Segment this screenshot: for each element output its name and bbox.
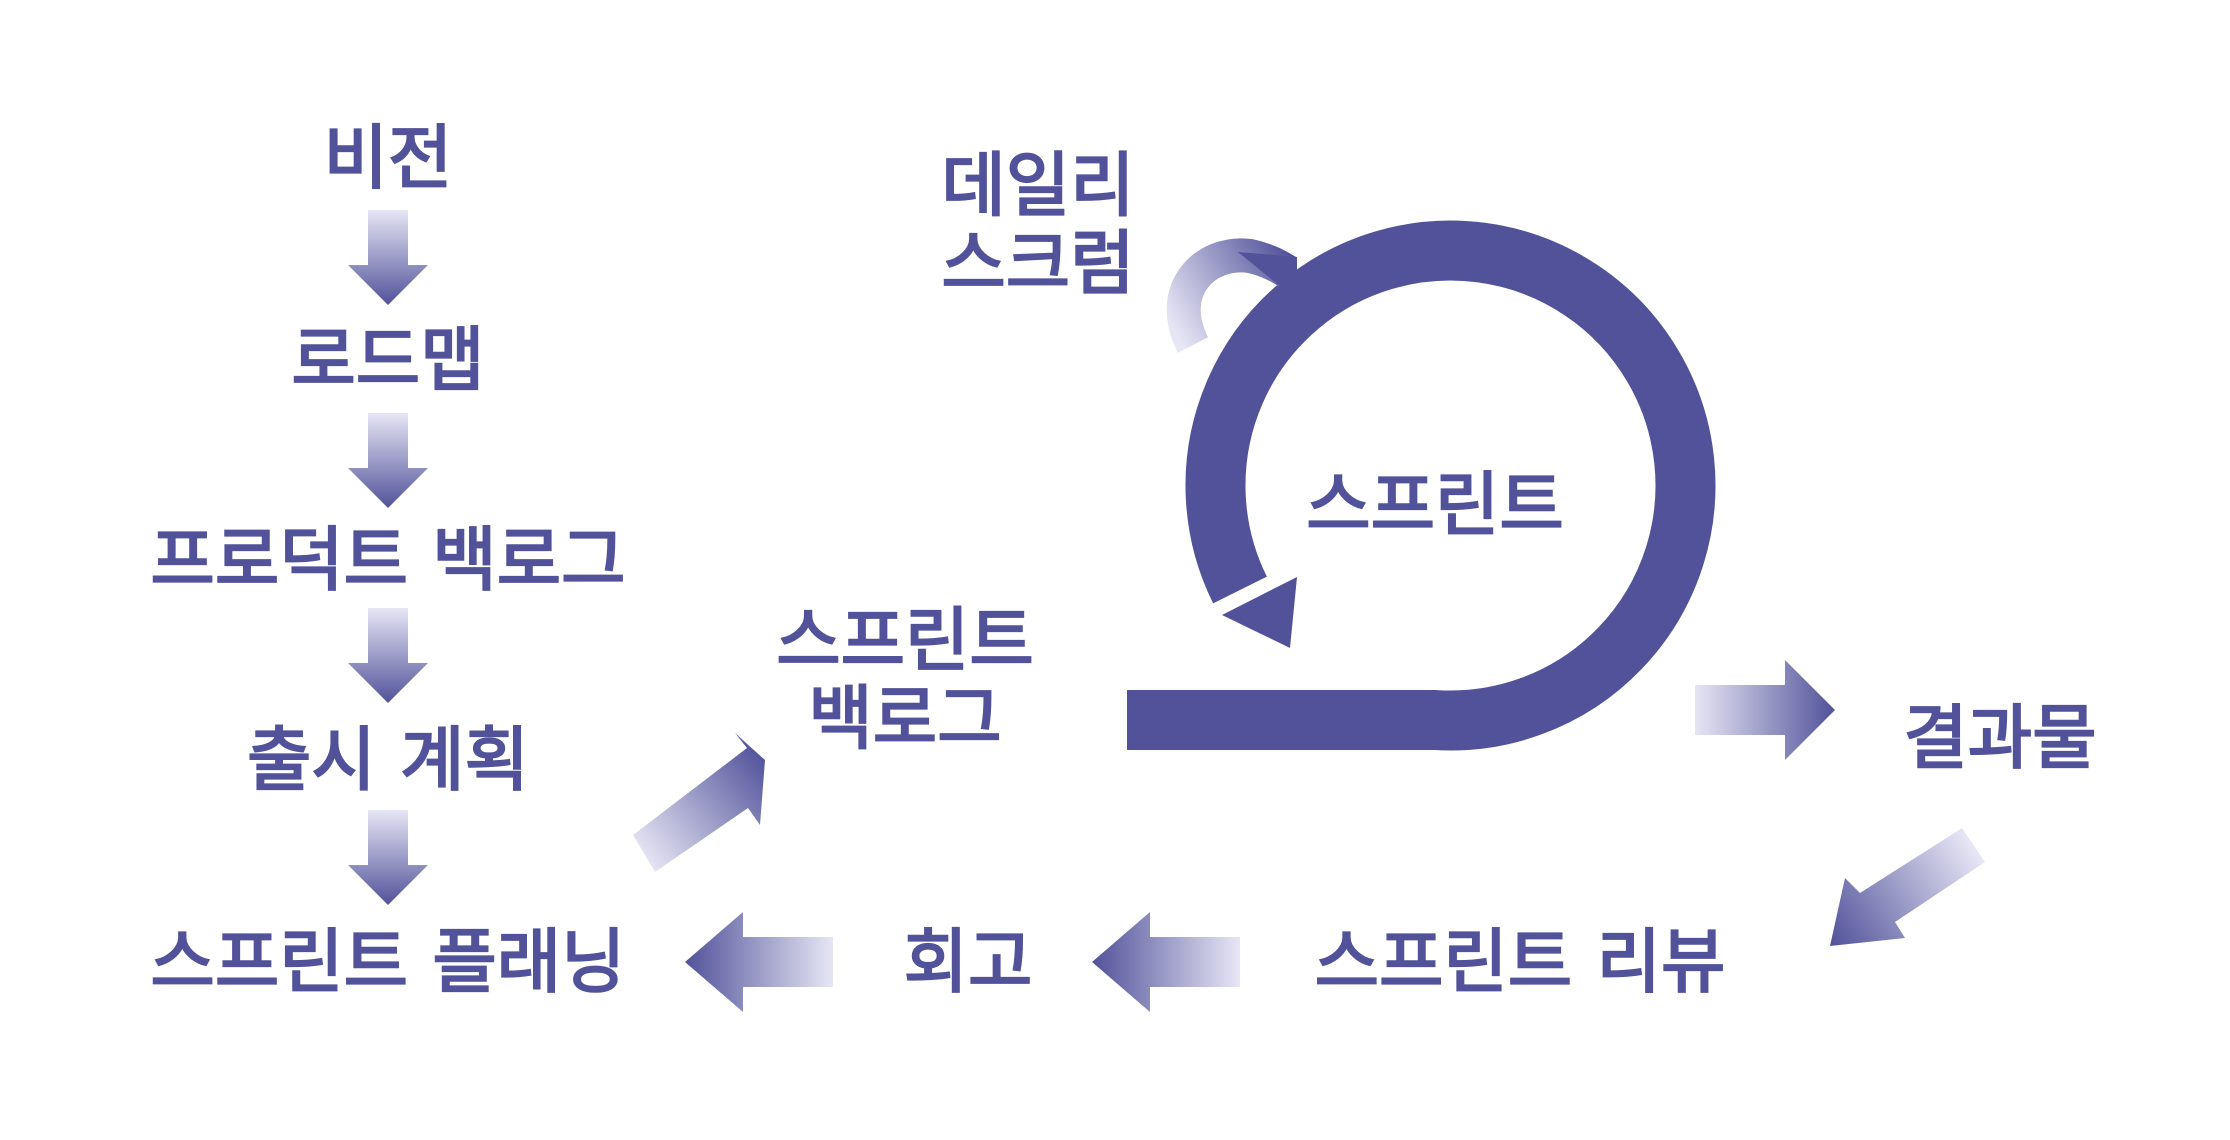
label-daily-scrum: 데일리 스크럼 xyxy=(941,144,1135,305)
sprint-cycle-loop xyxy=(1127,220,1716,751)
label-outcome: 결과물 xyxy=(1903,697,2097,779)
label-retrospective: 회고 xyxy=(903,921,1033,1003)
label-sprint-backlog: 스프린트 백로그 xyxy=(776,599,1034,760)
arrow-left-to-planning xyxy=(685,912,833,1012)
label-product-backlog: 프로덕트 백로그 xyxy=(150,519,626,601)
arrow-left-to-retrospective xyxy=(1092,912,1240,1012)
label-roadmap: 로드맵 xyxy=(291,319,485,401)
label-sprint-backlog-line2: 백로그 xyxy=(808,678,1002,760)
daily-scrum-arrowhead xyxy=(1238,252,1297,300)
arrow-right-outcome xyxy=(1695,660,1835,760)
arrow-down-2 xyxy=(348,413,428,508)
arrow-down-1 xyxy=(348,210,428,305)
label-release-plan: 출시 계획 xyxy=(247,719,529,801)
arrow-down-3 xyxy=(348,608,428,703)
label-sprint-cycle: 스프린트 xyxy=(1306,464,1564,546)
arrow-down-left xyxy=(1830,828,1985,946)
label-sprint-review: 스프린트 리뷰 xyxy=(1314,921,1726,1003)
label-sprint-backlog-line1: 스프린트 xyxy=(776,599,1034,682)
label-vision: 비전 xyxy=(323,117,453,199)
arrow-down-4 xyxy=(348,810,428,905)
arrow-up-right xyxy=(633,733,765,872)
sprint-cycle-arrowhead xyxy=(1222,577,1297,648)
label-daily-scrum-line2: 스크럼 xyxy=(941,223,1135,305)
label-sprint-planning: 스프린트 플래닝 xyxy=(150,921,626,1003)
label-daily-scrum-line1: 데일리 xyxy=(941,144,1135,227)
